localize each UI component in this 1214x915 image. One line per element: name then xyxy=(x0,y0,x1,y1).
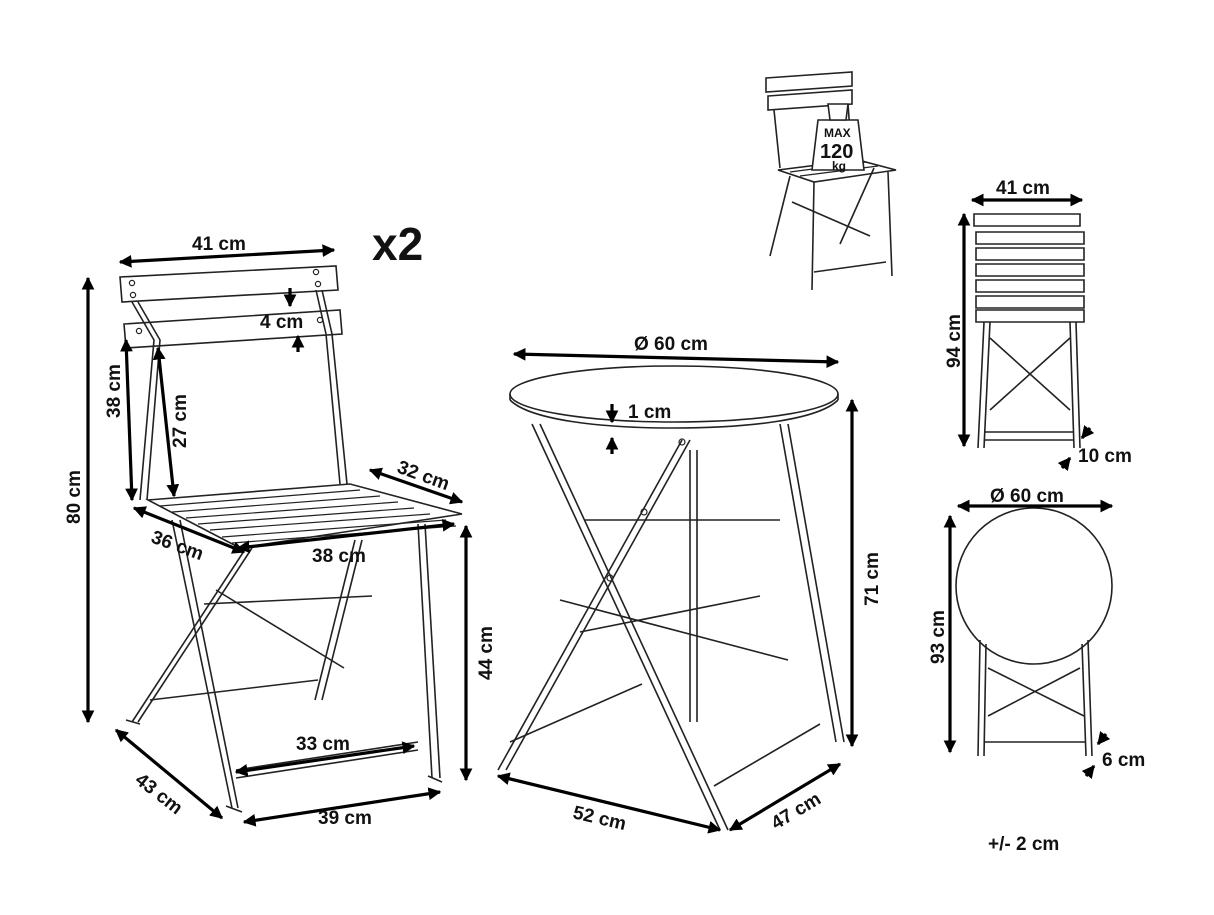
folded-table-height-label: 93 cm xyxy=(928,610,949,664)
table-illustration xyxy=(497,365,845,831)
table-top-thickness-label: 1 cm xyxy=(628,402,671,423)
folded-table-illustration xyxy=(955,507,1113,757)
folded-chair-width-label: 41 cm xyxy=(996,178,1050,199)
chair-base-depth-label: 43 cm xyxy=(131,769,186,819)
table-dimension-lines xyxy=(496,347,859,834)
table-diameter-label: Ø 60 cm xyxy=(634,334,708,355)
chair-height-total-label: 80 cm xyxy=(64,470,85,524)
chair-seat-height-label: 44 cm xyxy=(476,626,497,680)
chair-slat-gap-label: 4 cm xyxy=(260,312,303,333)
chair-base-width-label: 39 cm xyxy=(318,808,372,829)
table-base-depth-label: 47 cm xyxy=(768,789,825,835)
chair-width-top-label: 41 cm xyxy=(192,234,246,255)
folded-table-diameter-label: Ø 60 cm xyxy=(990,486,1064,507)
chair-seat-width-label: 38 cm xyxy=(312,546,366,567)
weight-badge-unit: kg xyxy=(832,159,846,173)
quantity-label: x2 xyxy=(372,218,423,270)
folded-chair-thickness-label: 10 cm xyxy=(1078,446,1132,467)
folded-table-dimension-lines xyxy=(943,499,1114,779)
folded-table-thickness-label: 6 cm xyxy=(1102,750,1145,771)
chair-dimension-lines xyxy=(81,244,473,827)
weight-badge-max: MAX xyxy=(824,126,851,140)
tolerance-note: +/- 2 cm xyxy=(988,834,1059,855)
weight-capacity-illustration xyxy=(765,71,897,291)
table-base-width-label: 52 cm xyxy=(571,802,628,835)
chair-backrest-height-label: 38 cm xyxy=(104,364,125,418)
chair-backrest-inner-label: 27 cm xyxy=(170,394,191,448)
folded-chair-illustration xyxy=(973,213,1085,449)
chair-footrest-width-label: 33 cm xyxy=(296,734,350,755)
folded-chair-height-label: 94 cm xyxy=(944,314,965,368)
weight-badge-value: 120 xyxy=(820,141,853,163)
folded-chair-dimension-lines xyxy=(957,193,1095,471)
table-height-label: 71 cm xyxy=(862,552,883,606)
